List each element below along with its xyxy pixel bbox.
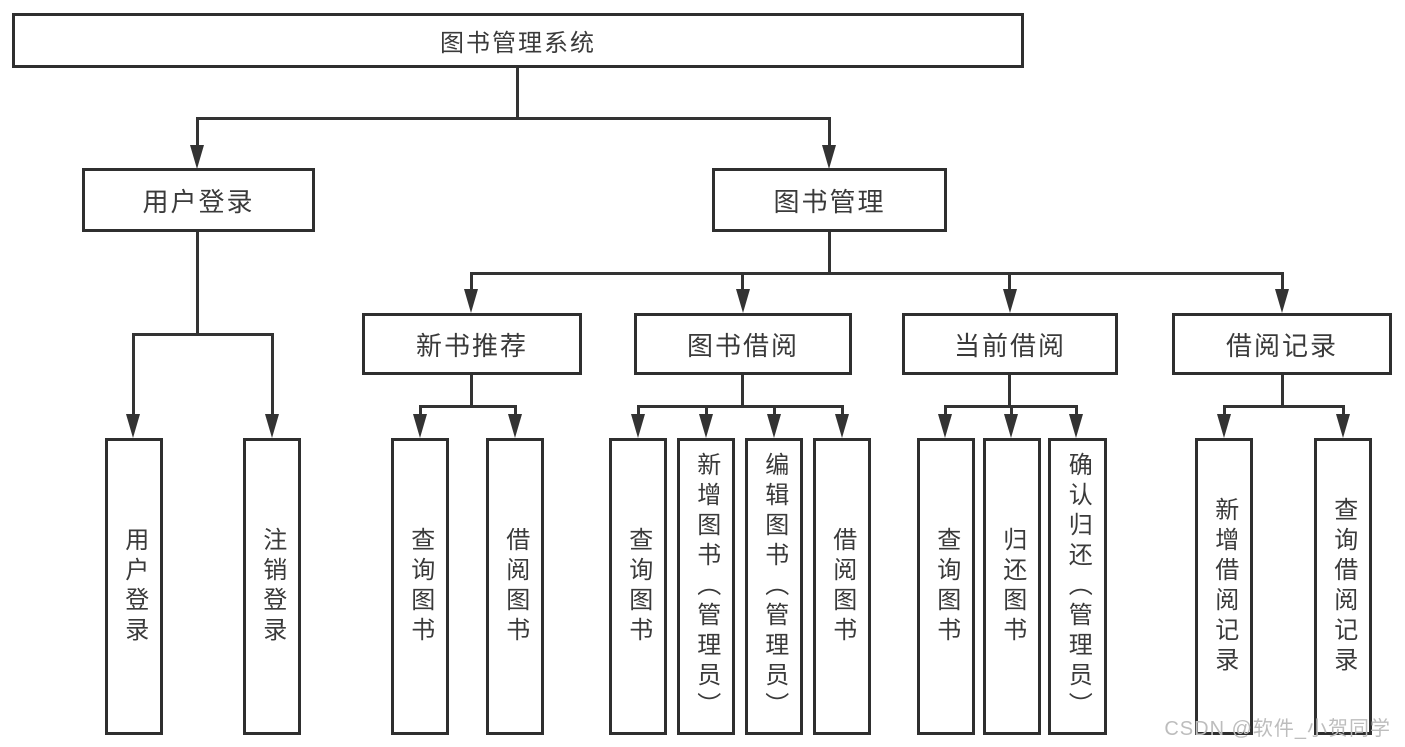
connector-line — [470, 272, 473, 291]
leaf-query-borrow-record: 查询借阅记录 — [1314, 438, 1372, 735]
connector-line — [741, 375, 744, 408]
arrow-down-icon — [1275, 289, 1289, 313]
leaf-query-books-1: 查询图书 — [391, 438, 449, 735]
node-new-book-recommend: 新书推荐 — [362, 313, 582, 375]
arrow-down-icon — [1004, 414, 1018, 438]
connector-line — [1008, 272, 1011, 291]
arrow-down-icon — [938, 414, 952, 438]
connector-line — [470, 375, 473, 408]
leaf-borrow-books-2: 借阅图书 — [813, 438, 871, 735]
arrow-down-icon — [1069, 414, 1083, 438]
connector-line — [1281, 272, 1284, 291]
connector-line — [196, 117, 831, 120]
connector-line — [271, 333, 274, 415]
leaf-add-books-admin: 新增图书（管理员） — [677, 438, 735, 735]
connector-line — [196, 232, 199, 336]
connector-line — [419, 405, 422, 415]
node-root: 图书管理系统 — [12, 13, 1024, 68]
connector-line — [132, 333, 274, 336]
arrow-down-icon — [699, 414, 713, 438]
leaf-edit-books-admin: 编辑图书（管理员） — [745, 438, 803, 735]
connector-line — [1223, 405, 1345, 408]
arrow-down-icon — [736, 289, 750, 313]
connector-line — [741, 272, 744, 291]
connector-line — [1008, 375, 1011, 408]
arrow-down-icon — [190, 145, 204, 169]
node-borrowing-records: 借阅记录 — [1172, 313, 1392, 375]
arrow-down-icon — [126, 414, 140, 438]
leaf-user-login: 用户登录 — [105, 438, 163, 735]
connector-line — [705, 405, 708, 415]
leaf-query-books-3: 查询图书 — [917, 438, 975, 735]
node-current-borrowing: 当前借阅 — [902, 313, 1118, 375]
connector-line — [132, 333, 135, 415]
leaf-query-books-2: 查询图书 — [609, 438, 667, 735]
arrow-down-icon — [631, 414, 645, 438]
connector-line — [637, 405, 844, 408]
connector-line — [944, 405, 947, 415]
node-user-login: 用户登录 — [82, 168, 315, 232]
arrow-down-icon — [1217, 414, 1231, 438]
arrow-down-icon — [767, 414, 781, 438]
connector-line — [841, 405, 844, 415]
leaf-add-borrow-record: 新增借阅记录 — [1195, 438, 1253, 735]
node-book-management: 图书管理 — [712, 168, 947, 232]
arrow-down-icon — [464, 289, 478, 313]
connector-line — [196, 117, 199, 147]
connector-line — [470, 272, 1284, 275]
arrow-down-icon — [413, 414, 427, 438]
connector-line — [773, 405, 776, 415]
arrow-down-icon — [1336, 414, 1350, 438]
connector-line — [1281, 375, 1284, 408]
arrow-down-icon — [265, 414, 279, 438]
leaf-logout: 注销登录 — [243, 438, 301, 735]
node-book-borrowing: 图书借阅 — [634, 313, 852, 375]
leaf-borrow-books-1: 借阅图书 — [486, 438, 544, 735]
connector-line — [1075, 405, 1078, 415]
watermark: CSDN @软件_小贺同学 — [1164, 718, 1391, 740]
arrow-down-icon — [835, 414, 849, 438]
connector-line — [637, 405, 640, 415]
leaf-return-books: 归还图书 — [983, 438, 1041, 735]
connector-line — [419, 405, 517, 408]
connector-line — [514, 405, 517, 415]
connector-line — [828, 117, 831, 147]
connector-line — [1342, 405, 1345, 415]
arrow-down-icon — [508, 414, 522, 438]
connector-line — [516, 68, 519, 118]
arrow-down-icon — [1003, 289, 1017, 313]
leaf-confirm-return-admin: 确认归还（管理员） — [1048, 438, 1107, 735]
connector-line — [828, 232, 831, 275]
connector-line — [1223, 405, 1226, 415]
arrow-down-icon — [822, 145, 836, 169]
connector-line — [1010, 405, 1013, 415]
